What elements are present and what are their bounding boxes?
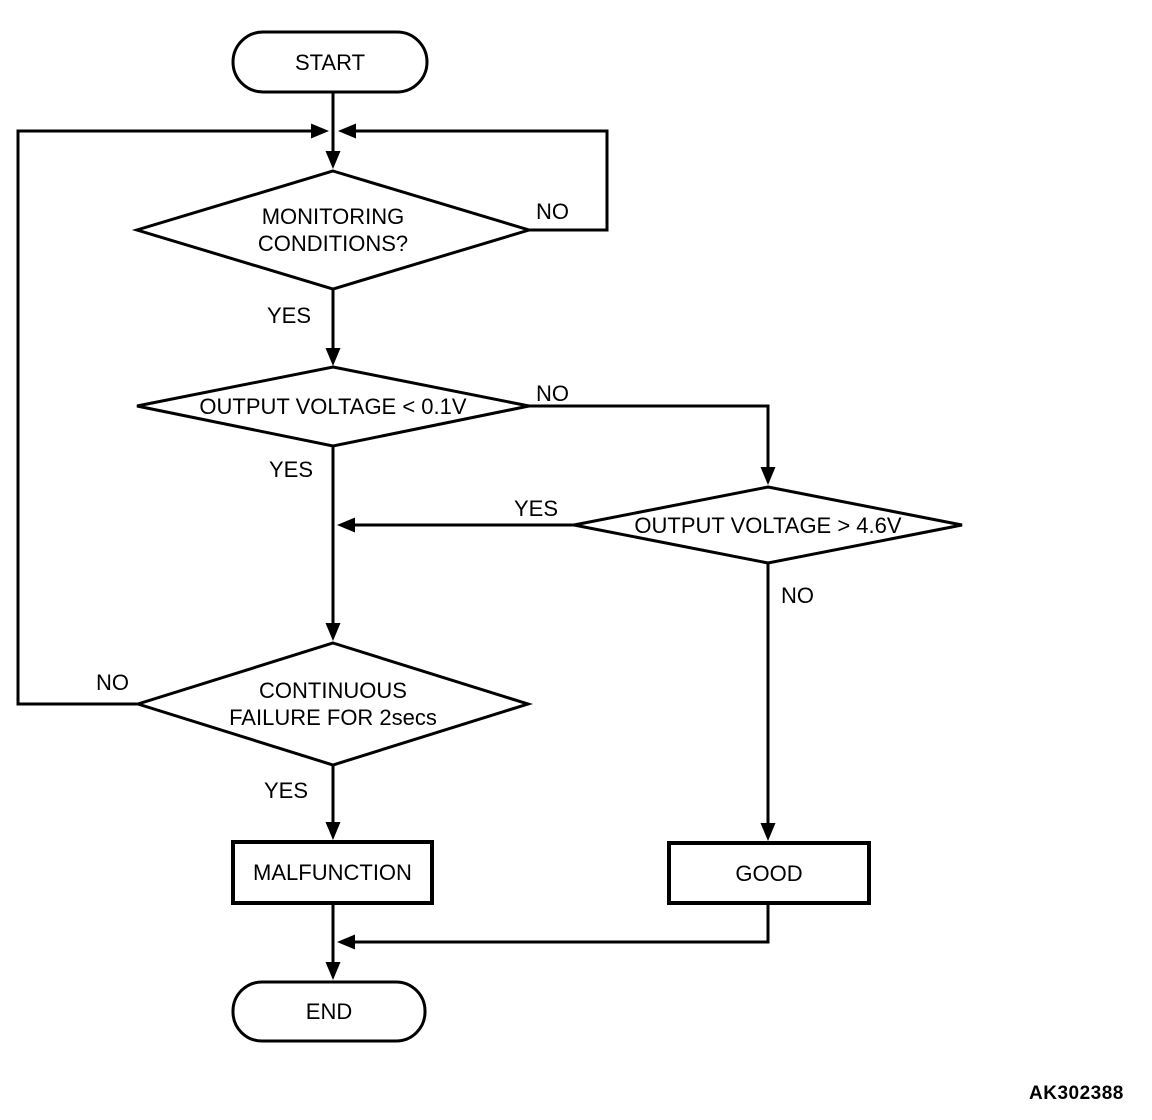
decision-monitoring-label: MONITORING CONDITIONS? (257, 204, 409, 256)
monitoring-no-label: NO (536, 199, 569, 224)
start-terminator-shape (231, 30, 429, 94)
figure-code: AK302388 (1029, 1083, 1124, 1104)
decision-voltage-low-shape (136, 365, 530, 448)
voltage-high-yes-label: YES (514, 496, 559, 521)
arrowhead-into-end (325, 962, 341, 980)
arrowhead-into-monitoring (325, 151, 341, 169)
voltage-low-yes-label: YES (269, 457, 314, 482)
end-node-label: END (305, 999, 353, 1024)
arrowhead-into-voltage-high (760, 467, 776, 485)
arrowhead-good-merge (337, 934, 355, 950)
decision-voltage-low-label: OUTPUT VOLTAGE < 0.1V (199, 394, 467, 419)
malfunction-node-label: MALFUNCTION (253, 860, 412, 885)
arrowhead-into-continuous (325, 623, 341, 641)
voltage-high-no-label: NO (781, 583, 814, 608)
continuous-no-label: NO (96, 670, 129, 695)
decision-continuous-label: CONTINUOUS FAILURE FOR 2secs (229, 678, 437, 730)
monitoring-yes-label: YES (267, 303, 312, 328)
voltage-low-no-label: NO (536, 381, 569, 406)
malfunction-process-shape (231, 840, 434, 905)
arrowhead-loop-left-junction (311, 123, 329, 139)
good-process-shape (667, 841, 871, 905)
arrowhead-voltage-high-yes (337, 517, 355, 533)
edge-monitoring-no-loop (356, 129, 609, 232)
arrowheads (311, 123, 776, 980)
start-node-label: START (294, 49, 366, 75)
edge-continuous-no-loop (16, 129, 313, 706)
good-node-label: GOOD (735, 860, 803, 886)
arrowhead-into-good (760, 823, 776, 841)
decision-voltage-high-shape (573, 485, 963, 565)
arrowhead-into-voltage-low (325, 348, 341, 366)
decision-continuous-shape (132, 641, 534, 767)
edges (16, 92, 770, 964)
edge-voltage-low-no (529, 404, 770, 469)
continuous-yes-label: YES (264, 778, 309, 803)
node-shapes (131, 30, 963, 1043)
arrowhead-into-malfunction (325, 822, 341, 840)
decision-voltage-high-label: OUTPUT VOLTAGE > 4.6V (634, 513, 902, 538)
edge-good-merge (355, 903, 770, 944)
decision-monitoring-shape (131, 169, 535, 291)
end-terminator-shape (231, 980, 427, 1043)
arrowhead-loop-right-junction (338, 123, 356, 139)
